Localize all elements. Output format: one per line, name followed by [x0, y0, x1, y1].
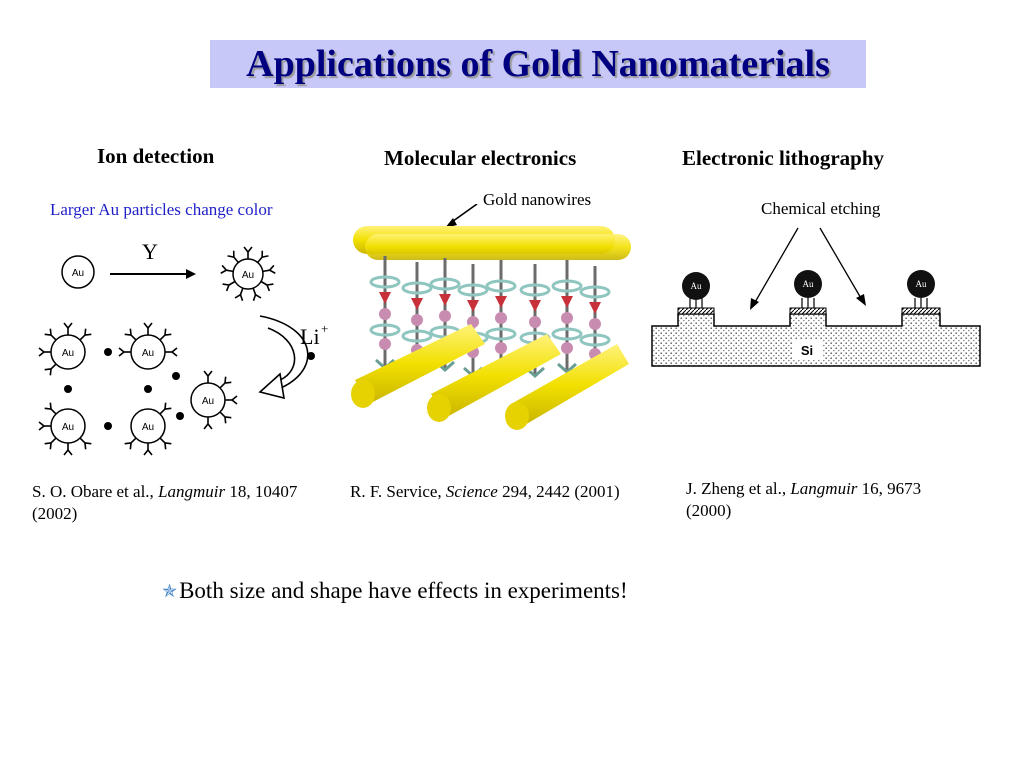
svg-text:+: +	[321, 321, 328, 336]
ligand-reaction-arrow: Y	[110, 239, 196, 279]
heading-electronic-lithography: Electronic lithography	[682, 146, 885, 170]
svg-text:Au: Au	[803, 279, 814, 289]
svg-text:Au: Au	[242, 270, 254, 281]
svg-text:Au: Au	[142, 348, 154, 359]
page-title: Applications of Gold Nanomaterials	[246, 43, 830, 85]
nanowire-pointer-arrow	[445, 204, 478, 228]
svg-text:Si: Si	[801, 343, 813, 358]
svg-text:Au: Au	[62, 348, 74, 359]
bare-au-particle: Au	[61, 255, 95, 289]
ion-detection-figure: Au Y Au Li + Au	[38, 239, 328, 456]
au-masked-pillars: Au Au Au	[677, 270, 941, 315]
svg-text:Au: Au	[916, 279, 927, 289]
svg-text:Y: Y	[142, 239, 158, 264]
citation-molecular-electronics: R. F. Service, Science 294, 2442 (2001)	[350, 482, 620, 501]
chemical-etching-caption: Chemical etching	[761, 199, 881, 218]
top-nanowires	[353, 226, 631, 260]
heading-ion-detection: Ion detection	[97, 144, 215, 168]
functionalized-au-particle: Au	[219, 246, 277, 302]
ion-detection-caption: Larger Au particles change color	[50, 200, 273, 219]
electronic-lithography-figure: Si Au Au Au	[651, 227, 981, 367]
svg-text:Au: Au	[62, 422, 74, 433]
molecular-electronics-figure	[351, 204, 631, 430]
conclusion-bullet: ✯ Both size and shape have effects in ex…	[162, 578, 628, 604]
conclusion-text: Both size and shape have effects in expe…	[179, 578, 628, 603]
aggregated-particles: Au Au Au Au	[38, 322, 238, 456]
lithium-ion-label: Li +	[300, 321, 328, 360]
silicon-substrate: Si	[651, 313, 981, 367]
star-icon: ✯	[162, 580, 178, 601]
svg-text:Au: Au	[202, 396, 214, 407]
aggregation-curved-arrow	[258, 315, 309, 400]
title-banner: Applications of Gold Nanomaterials	[210, 40, 866, 88]
heading-molecular-electronics: Molecular electronics	[384, 146, 577, 170]
svg-text:Li: Li	[300, 324, 320, 349]
etching-arrows	[750, 227, 866, 310]
svg-text:Au: Au	[72, 268, 84, 279]
citation-electronic-lithography: J. Zheng et al., Langmuir 16, 9673 (2000…	[686, 479, 922, 520]
svg-text:Au: Au	[691, 281, 702, 291]
citation-ion-detection: S. O. Obare et al., Langmuir 18, 10407 (…	[32, 482, 298, 523]
gold-nanowires-caption: Gold nanowires	[483, 190, 592, 209]
bottom-nanowires	[351, 324, 629, 430]
svg-text:Au: Au	[142, 422, 154, 433]
